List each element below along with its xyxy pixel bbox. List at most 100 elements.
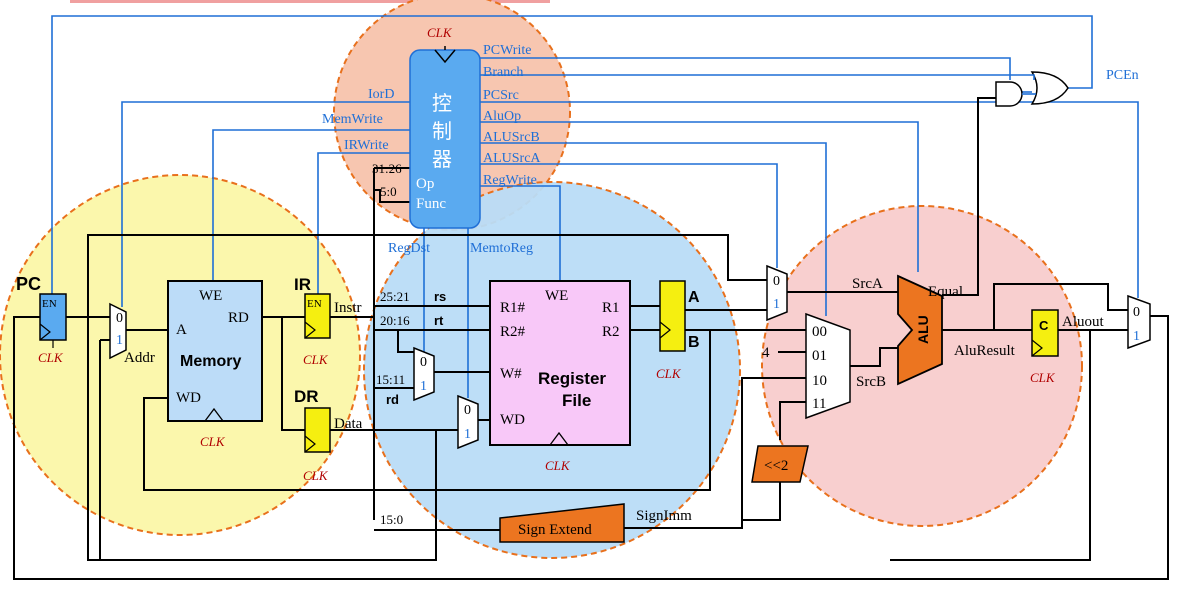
rs-label: rs (434, 289, 446, 304)
controller-clk: CLK (427, 25, 453, 40)
dr-clk: CLK (303, 468, 329, 483)
op-bits: 31:26 (372, 161, 402, 176)
regfile-r2-addr: R2# (500, 324, 526, 340)
ir-clk: CLK (303, 352, 329, 367)
regfile-r2: R2 (602, 324, 620, 340)
mux-srca-in1: 1 (773, 297, 780, 312)
signal-branch: Branch (483, 65, 523, 80)
signal-alusrcb: ALUSrcB (483, 130, 540, 145)
mux-regdst-in0: 0 (420, 355, 427, 370)
instr-label: Instr (334, 300, 362, 316)
signal-irwrite: IRWrite (344, 138, 389, 153)
mux-pcsrc-in0: 0 (1133, 305, 1140, 320)
aluout-register: C CLK Aluout (1030, 309, 1105, 385)
controller-func: Func (416, 196, 446, 212)
signal-pcsrc: PCSrc (483, 88, 519, 103)
aluout-clk: CLK (1030, 370, 1056, 385)
ab-registers: A B CLK (656, 280, 700, 381)
reg-a-label: A (688, 289, 700, 306)
regfile-we: WE (545, 288, 568, 304)
signal-pcwrite: PCWrite (483, 43, 531, 58)
reg-b-label: B (688, 334, 700, 351)
regfile-w-addr: W# (500, 366, 522, 382)
mux-iord: 0 1 Addr (109, 302, 155, 366)
regfile-title-1: Register (538, 369, 606, 388)
memory-clk: CLK (200, 434, 226, 449)
sign-extend-label: Sign Extend (518, 522, 592, 538)
aluout-c: C (1039, 318, 1049, 333)
signimm-label: SignImm (636, 508, 692, 524)
mux-pcsrc: 0 1 (1127, 294, 1151, 350)
control-wires (51, 15, 1139, 398)
memory-wd: WD (176, 390, 201, 406)
regfile-r1: R1 (602, 300, 620, 316)
mux-srcb-in11: 11 (812, 396, 826, 412)
signal-aluop: AluOp (483, 109, 521, 124)
mux-memtoreg-in0: 0 (464, 403, 471, 418)
controller-title-char-2: 制 (432, 119, 452, 143)
mux-srca: 0 1 SrcA (766, 264, 883, 322)
pc-register: PC EN CLK (16, 274, 67, 365)
addr-label: Addr (124, 350, 155, 366)
mux-iord-in1: 1 (116, 333, 123, 348)
memory: WE A RD Memory WD CLK (167, 280, 263, 449)
aluresult-label: AluResult (954, 343, 1016, 359)
mux-regdst: 0 1 (413, 346, 435, 402)
dr-register: DR CLK Data (294, 387, 363, 483)
memory-rd: RD (228, 310, 249, 326)
controller-title-char-1: 控 (432, 91, 452, 115)
const-four: 4 (762, 345, 770, 361)
memory-title: Memory (180, 353, 241, 370)
regfile-r1-addr: R1# (500, 300, 526, 316)
func-bits: 5:0 (380, 184, 397, 199)
mux-memtoreg-in1: 1 (464, 427, 471, 442)
rs-bits: 25:21 (380, 289, 410, 304)
mux-srcb-in10: 10 (812, 373, 827, 389)
regfile-title-2: File (562, 391, 591, 410)
imm-bits: 15:0 (380, 512, 403, 527)
alu-label: ALU (915, 315, 931, 344)
mux-srca-in0: 0 (773, 274, 780, 289)
equal-label: Equal (928, 284, 963, 300)
regfile-wd: WD (500, 412, 525, 428)
srcb-label: SrcB (856, 374, 886, 390)
mux-iord-in0: 0 (116, 311, 123, 326)
reg-b-clk: CLK (656, 366, 682, 381)
ir-register: IR EN CLK Instr (294, 275, 362, 367)
controller: CLK 控 制 器 Op Func PCWrite Branch PCSrc A… (322, 25, 541, 256)
mux-srcb-in00: 00 (812, 324, 827, 340)
regfile-clk: CLK (545, 458, 571, 473)
mux-pcsrc-in1: 1 (1133, 329, 1140, 344)
pc-label: PC (16, 274, 41, 294)
ir-label: IR (294, 275, 311, 294)
signal-regdst: RegDst (388, 241, 430, 256)
ir-en: EN (307, 298, 322, 310)
signal-regwrite: RegWrite (483, 173, 537, 188)
srca-label: SrcA (852, 276, 883, 292)
top-accent-bar (70, 0, 550, 3)
data-label: Data (334, 416, 363, 432)
dr-label: DR (294, 387, 319, 406)
pcen-label: PCEn (1106, 68, 1139, 83)
controller-op: Op (416, 176, 434, 192)
controller-title-char-3: 器 (432, 147, 452, 171)
aluout-name: Aluout (1062, 314, 1105, 330)
rd-label: rd (386, 392, 399, 407)
datapath-wires (13, 97, 1169, 580)
rd-bits: 15:11 (376, 372, 405, 387)
signal-memwrite: MemWrite (322, 112, 383, 127)
mux-regdst-in1: 1 (420, 379, 427, 394)
alu: ALU Equal AluResult (897, 274, 1016, 386)
memory-we: WE (199, 288, 222, 304)
rt-bits: 20:16 (380, 313, 410, 328)
or-gate (1030, 71, 1069, 105)
shift-left-2: <<2 (751, 445, 809, 483)
rt-label: rt (434, 313, 444, 328)
pcen-logic: PCEn (995, 68, 1139, 107)
signal-memtoreg: MemtoReg (470, 241, 533, 256)
register-file: WE R1# R2# R1 R2 W# Register File WD CLK (489, 280, 631, 473)
signal-alusrca: ALUSrcA (483, 151, 541, 166)
sign-extend: Sign Extend SignImm (499, 503, 692, 543)
pc-en: EN (42, 298, 57, 310)
